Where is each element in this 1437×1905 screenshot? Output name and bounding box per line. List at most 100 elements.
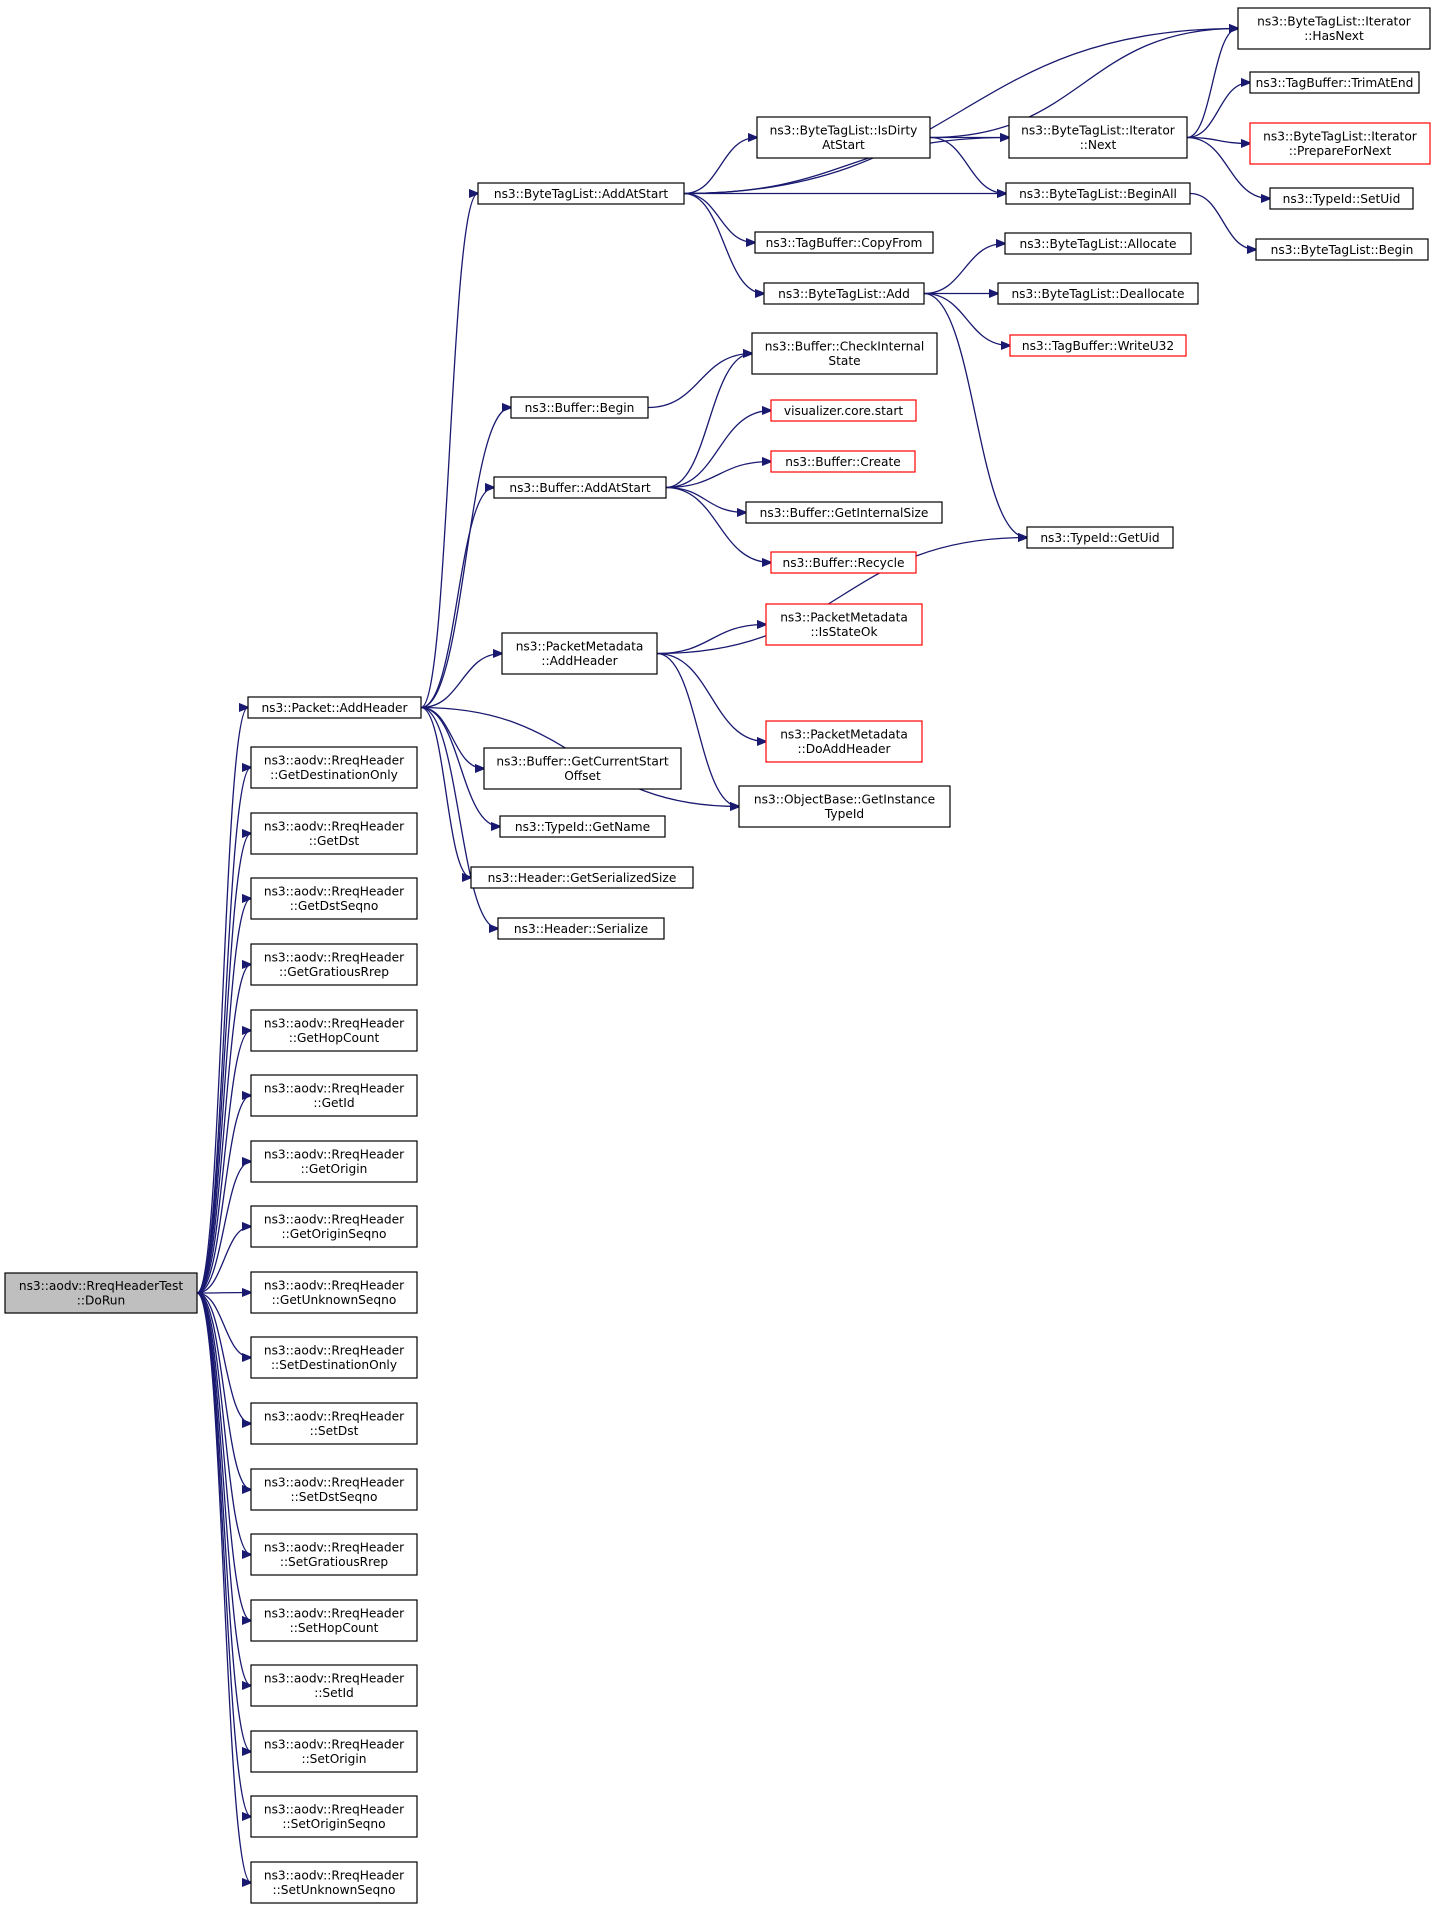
node-setdstseqno[interactable]: ns3::aodv::RreqHeader::SetDstSeqno xyxy=(250,1468,418,1511)
node-label-line: ns3::ObjectBase::GetInstance xyxy=(754,793,935,807)
node-setdst[interactable]: ns3::aodv::RreqHeader::SetDst xyxy=(250,1402,418,1445)
node-setunknownseqno[interactable]: ns3::aodv::RreqHeader::SetUnknownSeqno xyxy=(250,1861,418,1904)
edge-dorun-to-setorigin xyxy=(196,1292,251,1752)
node-box xyxy=(250,1271,418,1314)
node-btl_beginall[interactable]: ns3::ByteTagList::BeginAll xyxy=(1005,182,1191,205)
node-label-line: ::PrepareForNext xyxy=(1289,144,1392,158)
edge-btl_add-to-typeid_getuid xyxy=(923,292,1027,538)
node-label-line: ns3::ByteTagList::Add xyxy=(778,287,910,301)
node-setoriginseqno[interactable]: ns3::aodv::RreqHeader::SetOriginSeqno xyxy=(250,1795,418,1838)
node-setid[interactable]: ns3::aodv::RreqHeader::SetId xyxy=(250,1664,418,1707)
node-setdestonly[interactable]: ns3::aodv::RreqHeader::SetDestinationOnl… xyxy=(250,1336,418,1379)
node-setorigin[interactable]: ns3::aodv::RreqHeader::SetOrigin xyxy=(250,1730,418,1773)
node-packet_addheader[interactable]: ns3::Packet::AddHeader xyxy=(247,696,422,719)
edge-btl_addatstart-to-btl_add xyxy=(683,192,764,294)
node-pm_doaddheader[interactable]: ns3::PacketMetadata::DoAddHeader xyxy=(765,720,923,763)
node-getdst[interactable]: ns3::aodv::RreqHeader::GetDst xyxy=(250,812,418,855)
edge-btl_addatstart-to-tagbuf_copyfrom xyxy=(683,192,755,243)
node-btl_iter_next[interactable]: ns3::ByteTagList::Iterator::Next xyxy=(1008,116,1188,159)
node-label-line: ns3::aodv::RreqHeader xyxy=(264,885,405,899)
edge-buf_addatstart-to-viz_start xyxy=(665,411,771,489)
node-label-line: ns3::ByteTagList::Iterator xyxy=(1257,15,1412,29)
node-getid[interactable]: ns3::aodv::RreqHeader::GetId xyxy=(250,1074,418,1117)
node-box xyxy=(250,1336,418,1379)
node-buf_getinternalsize[interactable]: ns3::Buffer::GetInternalSize xyxy=(745,501,943,524)
node-btl_begin[interactable]: ns3::ByteTagList::Begin xyxy=(1255,238,1429,261)
node-box xyxy=(250,877,418,920)
node-getorigin[interactable]: ns3::aodv::RreqHeader::GetOrigin xyxy=(250,1140,418,1183)
edge-dorun-to-getgratious xyxy=(196,965,251,1294)
node-btl_iter_hasnext[interactable]: ns3::ByteTagList::Iterator::HasNext xyxy=(1237,7,1431,50)
node-buf_begin[interactable]: ns3::Buffer::Begin xyxy=(510,396,649,419)
node-hdr_serialize[interactable]: ns3::Header::Serialize xyxy=(497,917,665,940)
node-typeid_setuid[interactable]: ns3::TypeId::SetUid xyxy=(1269,187,1414,210)
node-label-line: ns3::ByteTagList::AddAtStart xyxy=(494,187,669,201)
node-buf_create[interactable]: ns3::Buffer::Create xyxy=(770,450,916,473)
node-box xyxy=(1008,116,1188,159)
node-label-line: ::GetDestinationOnly xyxy=(270,768,398,782)
node-tagbuf_writeu32[interactable]: ns3::TagBuffer::WriteU32 xyxy=(1009,334,1187,357)
node-box xyxy=(1005,182,1191,205)
node-box xyxy=(765,603,923,646)
node-label-line: ns3::TagBuffer::CopyFrom xyxy=(766,236,923,250)
node-label-line: ::SetDstSeqno xyxy=(291,1490,378,1504)
node-buf_recycle[interactable]: ns3::Buffer::Recycle xyxy=(770,551,917,574)
node-btl_allocate[interactable]: ns3::ByteTagList::Allocate xyxy=(1004,232,1192,255)
node-getunknownseqno[interactable]: ns3::aodv::RreqHeader::GetUnknownSeqno xyxy=(250,1271,418,1314)
node-hdr_getserializedsize[interactable]: ns3::Header::GetSerializedSize xyxy=(470,866,694,889)
node-box xyxy=(250,1402,418,1445)
node-label-line: ::GetOrigin xyxy=(301,1162,368,1176)
edge-dorun-to-setgratious xyxy=(196,1292,251,1555)
node-sethopcount[interactable]: ns3::aodv::RreqHeader::SetHopCount xyxy=(250,1599,418,1642)
node-label-line: ns3::Buffer::CheckInternal xyxy=(765,340,925,354)
node-btl_iter_prepare[interactable]: ns3::ByteTagList::Iterator::PrepareForNe… xyxy=(1249,122,1431,165)
node-box xyxy=(250,1074,418,1117)
node-typeid_getname[interactable]: ns3::TypeId::GetName xyxy=(499,815,666,838)
node-getgratious[interactable]: ns3::aodv::RreqHeader::GetGratiousRrep xyxy=(250,943,418,986)
node-tagbuf_trimatend[interactable]: ns3::TagBuffer::TrimAtEnd xyxy=(1249,71,1420,94)
node-typeid_getuid[interactable]: ns3::TypeId::GetUid xyxy=(1026,526,1174,549)
node-label-line: ::HasNext xyxy=(1304,29,1364,43)
node-label-line: ns3::Header::GetSerializedSize xyxy=(488,871,677,885)
node-label-line: ns3::TagBuffer::TrimAtEnd xyxy=(1256,76,1414,90)
node-box xyxy=(250,1205,418,1248)
node-dorun[interactable]: ns3::aodv::RreqHeaderTest::DoRun xyxy=(4,1272,198,1314)
edge-packet_addheader-to-buf_addatstart xyxy=(420,488,494,709)
node-label-line: ns3::TypeId::GetUid xyxy=(1040,531,1159,545)
node-gethopcount[interactable]: ns3::aodv::RreqHeader::GetHopCount xyxy=(250,1009,418,1052)
node-box xyxy=(1009,334,1187,357)
edge-dorun-to-getoriginseqno xyxy=(196,1227,251,1294)
node-btl_deallocate[interactable]: ns3::ByteTagList::Deallocate xyxy=(997,282,1199,305)
node-label-line: ns3::aodv::RreqHeader xyxy=(264,754,405,768)
edge-packet_addheader-to-btl_addatstart xyxy=(420,194,478,709)
node-getdstseqno[interactable]: ns3::aodv::RreqHeader::GetDstSeqno xyxy=(250,877,418,920)
edge-buf_addatstart-to-buf_create xyxy=(665,462,771,489)
node-btl_add[interactable]: ns3::ByteTagList::Add xyxy=(763,282,925,305)
node-box xyxy=(493,476,667,499)
node-label-line: ns3::Buffer::Begin xyxy=(525,401,635,415)
node-viz_start[interactable]: visualizer.core.start xyxy=(770,399,917,422)
node-label-line: ns3::aodv::RreqHeader xyxy=(264,820,405,834)
node-label-line: ::IsStateOk xyxy=(810,625,878,639)
node-pm_addheader[interactable]: ns3::PacketMetadata::AddHeader xyxy=(501,632,658,675)
edge-dorun-to-setdst xyxy=(196,1292,251,1424)
node-getdestonly[interactable]: ns3::aodv::RreqHeader::GetDestinationOnl… xyxy=(250,746,418,789)
node-box xyxy=(1269,187,1414,210)
node-box xyxy=(250,746,418,789)
node-btl_addatstart[interactable]: ns3::ByteTagList::AddAtStart xyxy=(477,182,685,205)
node-box xyxy=(1026,526,1174,549)
node-label-line: ::GetDst xyxy=(309,834,360,848)
node-label-line: ns3::ByteTagList::Allocate xyxy=(1019,237,1176,251)
node-tagbuf_copyfrom[interactable]: ns3::TagBuffer::CopyFrom xyxy=(754,231,934,254)
node-setgratious[interactable]: ns3::aodv::RreqHeader::SetGratiousRrep xyxy=(250,1533,418,1576)
node-box xyxy=(250,1599,418,1642)
node-label-line: ns3::Header::Serialize xyxy=(514,922,648,936)
node-pm_isstateok[interactable]: ns3::PacketMetadata::IsStateOk xyxy=(765,603,923,646)
node-buf_addatstart[interactable]: ns3::Buffer::AddAtStart xyxy=(493,476,667,499)
node-getoriginseqno[interactable]: ns3::aodv::RreqHeader::GetOriginSeqno xyxy=(250,1205,418,1248)
